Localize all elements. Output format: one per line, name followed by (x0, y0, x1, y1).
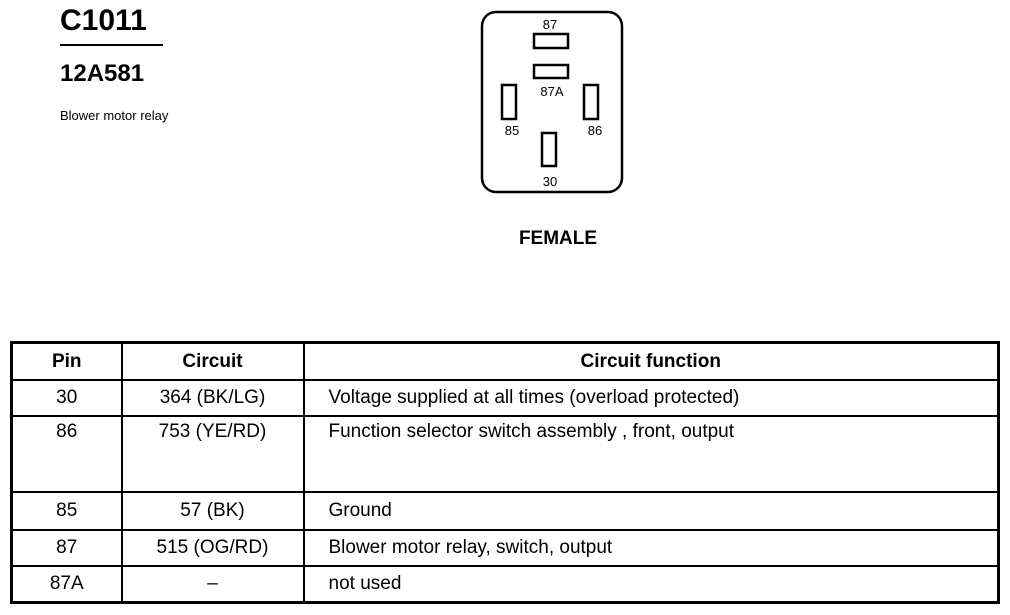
connector-description: Blower motor relay (60, 108, 169, 123)
header-circuit: Circuit (120, 341, 305, 381)
terminal-85 (500, 83, 518, 121)
table-row: 85 57 (BK) Ground (10, 491, 1000, 531)
header-pin: Pin (10, 341, 123, 381)
terminal-label-87a: 87A (540, 84, 563, 99)
terminal-87a (532, 63, 570, 80)
terminal-label-30: 30 (543, 174, 557, 189)
connector-id-underline (60, 44, 163, 46)
function-cell: Function selector switch assembly , fron… (302, 415, 1000, 493)
function-cell: Blower motor relay, switch, output (302, 529, 1000, 567)
part-number: 12A581 (60, 60, 145, 87)
pin-cell: 87 (10, 529, 123, 567)
connector-outline (480, 10, 624, 194)
terminal-label-87: 87 (543, 17, 557, 32)
circuit-cell: 364 (BK/LG) (120, 379, 305, 417)
table-row: 86 753 (YE/RD) Function selector switch … (10, 415, 1000, 493)
relay-connector-diagram: 87 87A 85 86 30 (480, 10, 624, 194)
function-cell: Ground (302, 491, 1000, 531)
connector-gender: FEMALE (518, 228, 598, 249)
circuit-cell: 515 (OG/RD) (120, 529, 305, 567)
pin-table: Pin Circuit Circuit function 30 364 (BK/… (10, 341, 1000, 604)
circuit-cell: – (120, 565, 305, 604)
table-row: 30 364 (BK/LG) Voltage supplied at all t… (10, 379, 1000, 417)
terminal-label-85: 85 (505, 123, 519, 138)
function-cell: not used (302, 565, 1000, 604)
terminal-87 (532, 32, 570, 50)
table-header-row: Pin Circuit Circuit function (10, 341, 1000, 381)
pin-cell: 85 (10, 491, 123, 531)
table-row: 87A – not used (10, 565, 1000, 604)
function-cell: Voltage supplied at all times (overload … (302, 379, 1000, 417)
terminal-86 (582, 83, 600, 121)
circuit-cell: 753 (YE/RD) (120, 415, 305, 493)
terminal-30 (540, 131, 558, 168)
pin-cell: 87A (10, 565, 123, 604)
pin-cell: 30 (10, 379, 123, 417)
table-row: 87 515 (OG/RD) Blower motor relay, switc… (10, 529, 1000, 567)
pin-cell: 86 (10, 415, 123, 493)
terminal-label-86: 86 (588, 123, 602, 138)
circuit-cell: 57 (BK) (120, 491, 305, 531)
connector-id: C1011 (60, 4, 147, 37)
header-circuit-function: Circuit function (302, 341, 1000, 381)
